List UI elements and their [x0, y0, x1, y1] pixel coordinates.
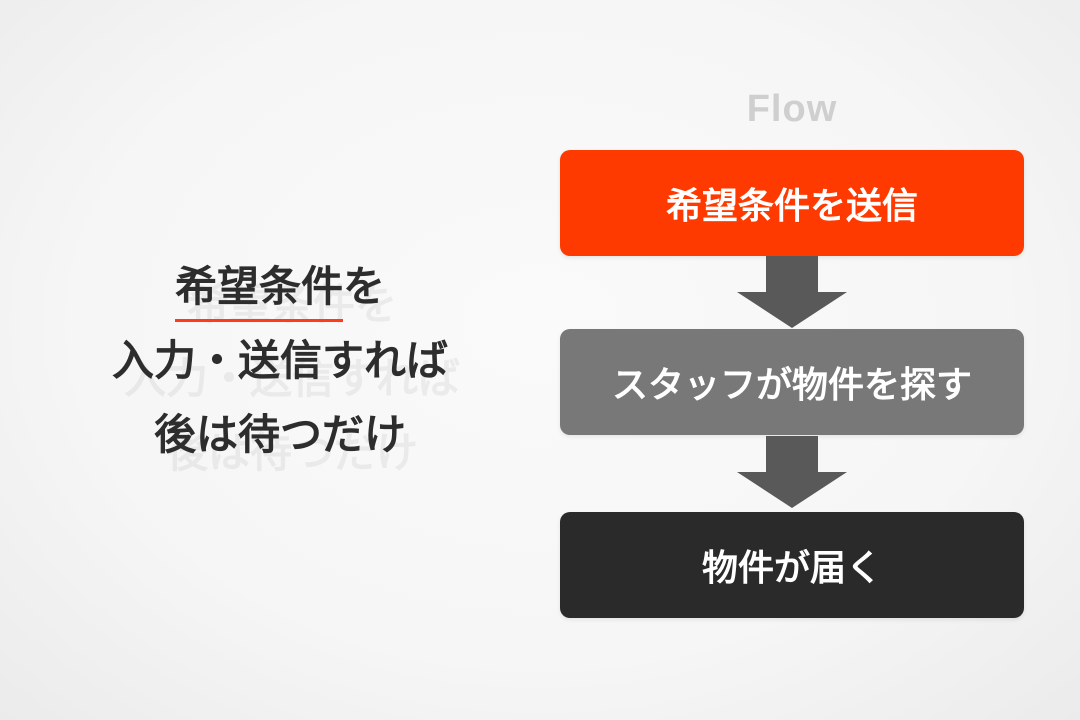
message-line-2: 入力・送信すれば 入力・送信すれば — [111, 336, 460, 403]
down-arrow-icon — [737, 436, 847, 508]
down-arrow-icon — [737, 256, 847, 328]
message-line-3-text: 後は待つだけ — [153, 410, 406, 459]
message-line-3: 後は待つだけ 後は待つだけ — [153, 410, 418, 477]
flow-step-3: 物件が届く — [560, 512, 1024, 618]
flow-title: Flow — [746, 88, 838, 130]
highlighted-keyword: 希望条件 — [174, 250, 344, 324]
flow-step-1: 希望条件を送信 — [560, 150, 1024, 256]
message-line-2-text: 入力・送信すれば — [111, 336, 448, 385]
message-block: 希望条件を 希望条件を 入力・送信すれば 入力・送信すれば 後は待つだけ 後は待… — [40, 250, 520, 477]
message-line-1-rest: を — [343, 262, 386, 311]
message-line-1: 希望条件を 希望条件を — [40, 250, 520, 329]
flow-step-2: スタッフが物件を探す — [560, 329, 1024, 435]
